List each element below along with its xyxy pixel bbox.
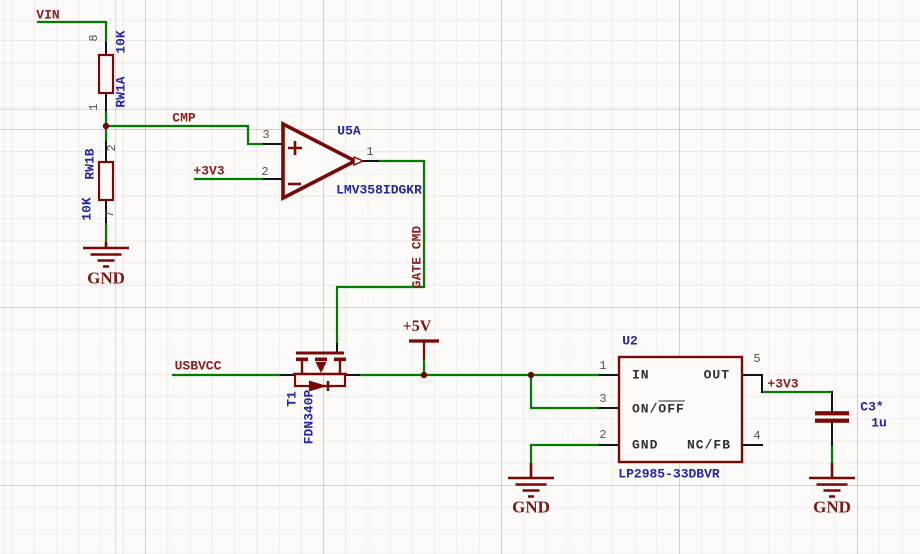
rw1a-pin-number-8: 8 [87,34,101,42]
net-label-3v3-out[interactable]: +3V3 [767,376,799,392]
wire-cmp[interactable] [104,124,266,146]
u2-pin-name-onoff-pre: ON/ [632,401,659,417]
resistor-rw1b-body[interactable] [97,160,115,202]
power-label-5v[interactable]: +5V [402,318,432,335]
net-label-cmp[interactable]: CMP [172,110,196,126]
opamp-output-arrow [353,155,365,167]
wire-onoff[interactable] [529,373,602,410]
u2-pin-name-ncfb: NC/FB [686,437,731,453]
mosfet-body-diode-arrow [309,380,327,392]
u5a-designator[interactable]: U5A [337,123,361,139]
gnd-label-mid[interactable]: GND [512,497,550,517]
gnd-symbol-left[interactable] [83,242,129,268]
regulator-u2-body[interactable] [617,355,744,464]
pin-lead-u2-out [741,374,763,393]
t1-designator[interactable]: T1 [284,391,300,407]
opamp-triangle[interactable] [281,121,359,201]
u5a-part-number[interactable]: LMV358IDGKR [336,182,422,198]
net-label-usbvcc[interactable]: USBVCC [174,358,222,374]
c3-value[interactable]: 1u [871,415,887,431]
net-label-gate-cmd[interactable]: GATE CMD [409,225,425,289]
wire-vin[interactable] [36,20,108,45]
u2-pin-name-gnd: GND [632,437,659,453]
rw1b-designator[interactable]: RW1B [82,148,98,180]
rw1b-value[interactable]: 10K [79,197,95,221]
gnd-symbol-mid[interactable] [508,463,554,498]
u2-pin-name-onoff: ON/OFF [632,403,685,416]
u2-pin-number-1: 1 [599,359,607,373]
mosfet-t1-symbol[interactable] [293,351,347,392]
u5a-pin-number-2: 2 [261,165,269,179]
wire-gate-cmd[interactable] [335,159,426,346]
u2-pin-number-5: 5 [753,352,761,366]
junction-dot-onoff [527,371,535,379]
u2-pin-name-out: OUT [703,367,730,383]
u5a-pin-number-3: 3 [262,128,270,142]
gnd-label-left[interactable]: GND [87,268,125,288]
power-flag-5v[interactable] [409,339,439,360]
rw1a-value[interactable]: 10K [113,30,129,54]
opamp-plus-sign [288,141,302,155]
net-label-3v3-in[interactable]: +3V3 [193,163,225,179]
rw1b-pin-number-7: 7 [103,210,117,218]
gnd-symbol-right[interactable] [809,463,855,498]
rw1a-pin-number-1: 1 [87,103,101,111]
rw1a-designator[interactable]: RW1A [113,76,129,108]
u2-pin-number-4: 4 [753,429,761,443]
u2-pin-name-in: IN [632,367,650,383]
gnd-label-right[interactable]: GND [813,497,851,517]
u2-part-number[interactable]: LP2985-33DBVR [618,466,720,482]
wire-u2-gnd[interactable] [529,443,602,465]
resistor-rw1a-body[interactable] [97,53,115,95]
mosfet-substrate-arrow [315,362,327,373]
rw1b-pin-number-2: 2 [105,144,119,152]
junction-dot-5v [420,371,428,379]
u2-pin-name-onoff-overline: OFF [658,401,685,417]
junction-dot-divider [102,122,110,130]
u2-designator[interactable]: U2 [622,333,638,349]
capacitor-c3-plates[interactable] [815,411,849,423]
u2-pin-number-3: 3 [599,392,607,406]
c3-designator[interactable]: C3* [860,399,884,415]
t1-part-number[interactable]: FDN340P [301,389,317,445]
net-label-vin[interactable]: VIN [36,7,60,23]
u2-pin-number-2: 2 [599,428,607,442]
u5a-pin-number-1: 1 [366,145,374,159]
